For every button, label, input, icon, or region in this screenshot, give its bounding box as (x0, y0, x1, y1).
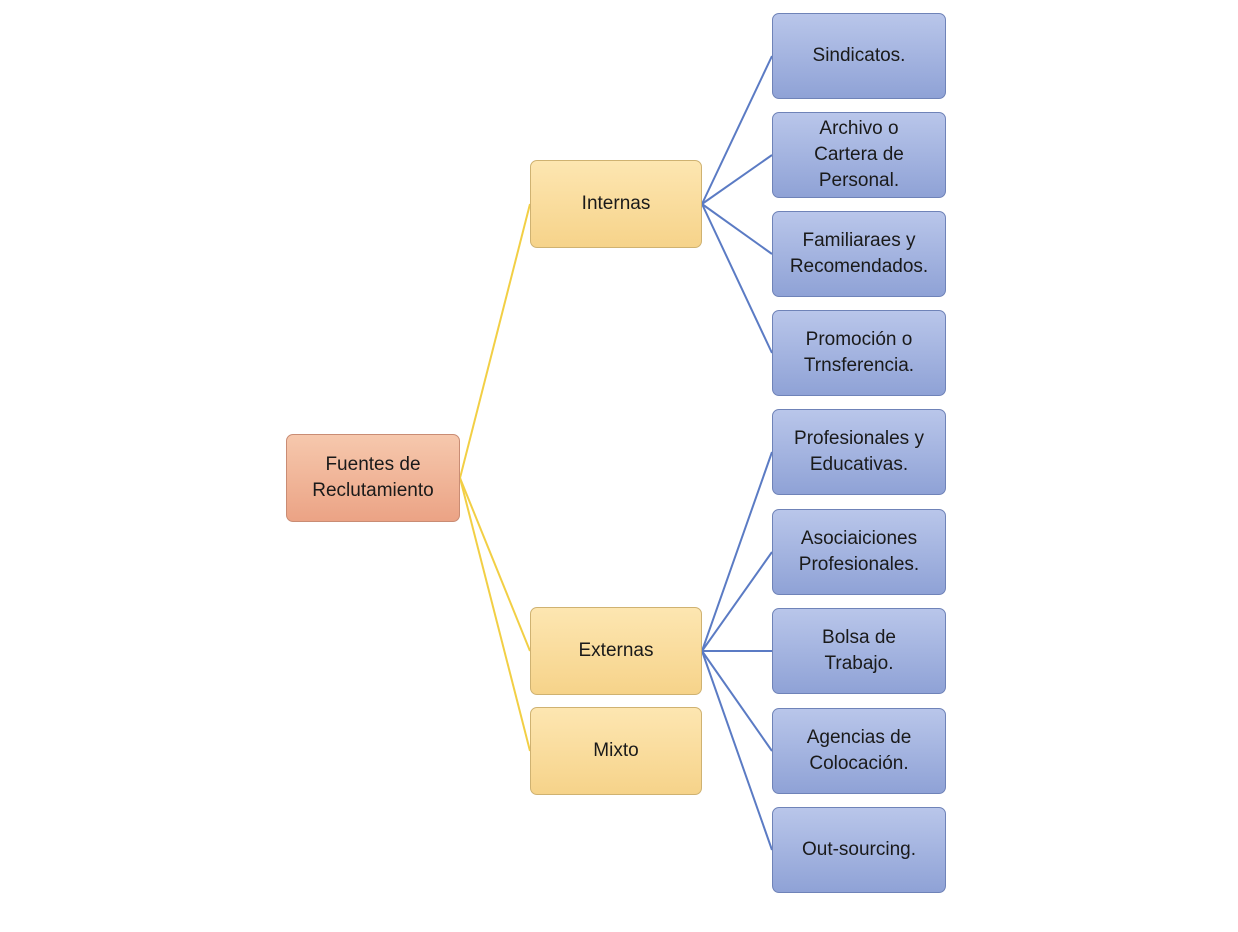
branch-node-externas: Externas (530, 607, 702, 695)
leaf-node-bolsa: Bolsa de Trabajo. (772, 608, 946, 694)
connector-externas-profesionales (701, 451, 773, 652)
branch-node-label: Externas (578, 640, 654, 661)
branch-node-internas: Internas (530, 160, 702, 248)
branch-node-label: Mixto (593, 740, 639, 761)
leaf-node-label: Profesionales y Educativas. (794, 428, 924, 475)
leaf-node-promocion: Promoción o Trnsferencia. (772, 310, 946, 396)
leaf-node-label: Out-sourcing. (801, 839, 917, 860)
connector-externas-outsourcing (701, 650, 773, 851)
connector-internas-archivo (701, 154, 773, 205)
leaf-node-label: Promoción o Trnsferencia. (803, 329, 915, 376)
leaf-node-outsourcing: Out-sourcing. (772, 807, 946, 893)
leaf-node-label: Bolsa de Trabajo. (822, 627, 896, 674)
leaf-node-label: Sindicatos. (812, 45, 906, 66)
branch-node-label: Internas (581, 193, 651, 214)
leaf-node-label: Archivo o Cartera de Personal. (814, 118, 904, 191)
connector-internas-familiares (701, 203, 773, 255)
branch-node-mixto: Mixto (530, 707, 702, 795)
connector-internas-sindicatos (701, 55, 773, 205)
leaf-node-label: Agencias de Colocación. (806, 727, 912, 774)
leaf-node-sindicatos: Sindicatos. (772, 13, 946, 99)
leaf-node-label: Familiaraes y Recomendados. (789, 230, 929, 277)
root-node-label: Fuentes de Reclutamiento (312, 454, 434, 501)
leaf-node-asociaciones: Asociaiciones Profesionales. (772, 509, 946, 595)
connector-internas-promocion (701, 203, 773, 354)
connector-externas-agencias (701, 650, 773, 752)
leaf-node-agencias: Agencias de Colocación. (772, 708, 946, 794)
leaf-node-archivo: Archivo o Cartera de Personal. (772, 112, 946, 198)
leaf-node-familiares: Familiaraes y Recomendados. (772, 211, 946, 297)
connector-root-internas (459, 203, 531, 479)
connector-root-mixto (459, 477, 531, 752)
connector-root-externas (459, 477, 531, 652)
root-node-fuentes: Fuentes de Reclutamiento (286, 434, 460, 522)
leaf-node-profesionales: Profesionales y Educativas. (772, 409, 946, 495)
connector-externas-asociaciones (701, 551, 773, 652)
leaf-node-label: Asociaiciones Profesionales. (798, 528, 920, 575)
